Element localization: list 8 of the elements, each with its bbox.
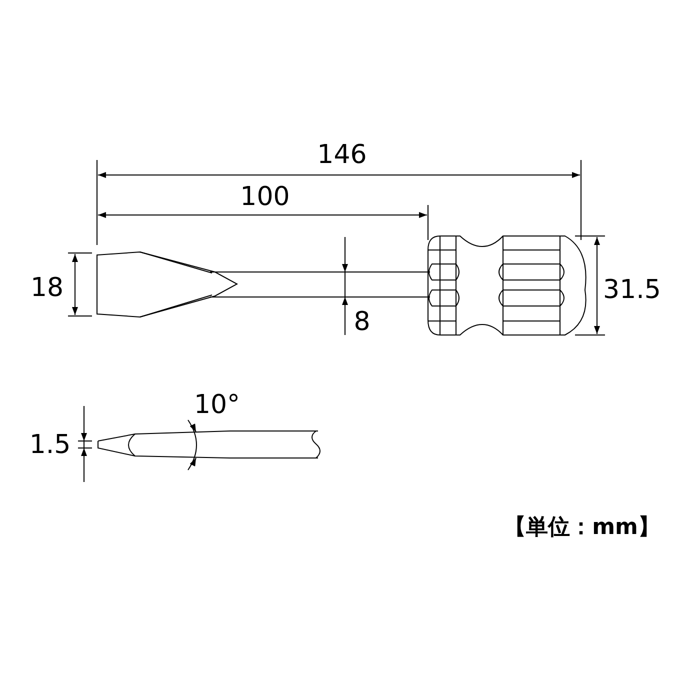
dimension-label: 100	[240, 184, 290, 210]
dimension-label: 10°	[194, 392, 240, 418]
dimension-label: 1.5	[29, 432, 71, 458]
dimension-label: 146	[317, 142, 367, 168]
dimension-label: 31.5	[603, 277, 661, 303]
unit-note: 【単位：mm】	[504, 517, 660, 539]
dimension-label: 18	[30, 275, 64, 301]
dimension-label: 8	[354, 309, 370, 335]
